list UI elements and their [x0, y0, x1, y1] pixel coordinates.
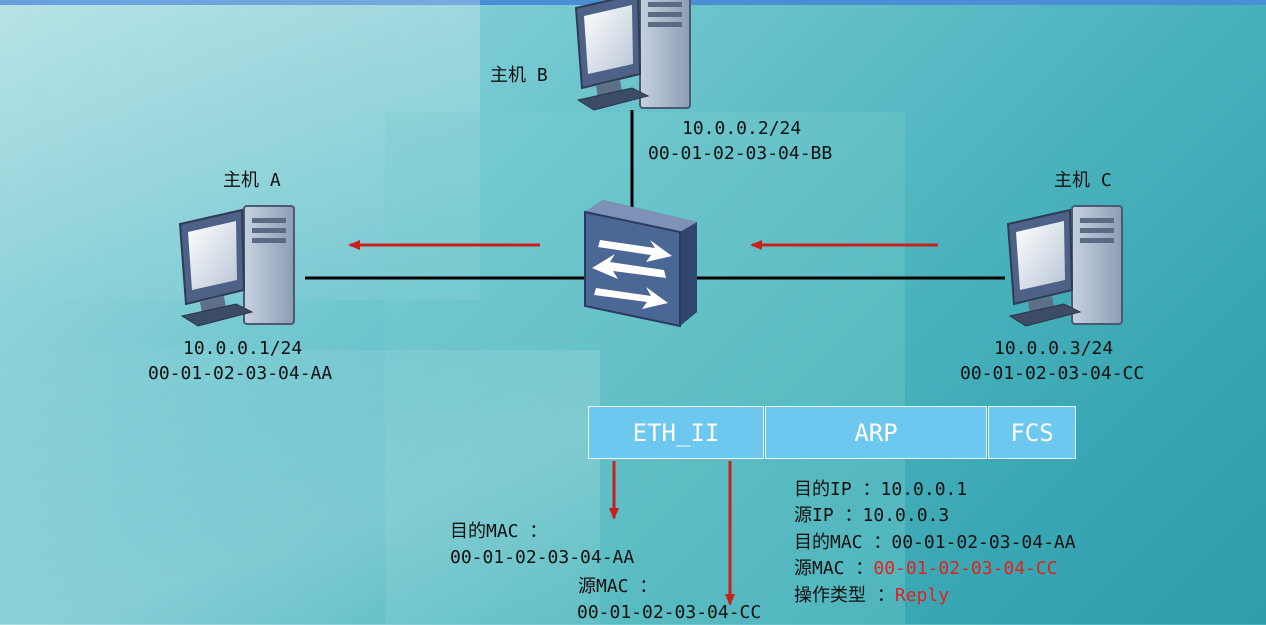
eth-dst-mac-value: 00-01-02-03-04-AA [450, 547, 635, 568]
arp-src-ip-value: 10.0.0.3 [862, 505, 950, 526]
eth-src-mac-label: 源MAC ： [578, 576, 658, 597]
arp-src-ip-label: 源IP ： [794, 505, 863, 526]
computer-icon [1007, 205, 1123, 327]
arp-dst-ip-value: 10.0.0.1 [880, 479, 968, 500]
arp-dst-mac-label: 目的MAC ： [794, 532, 892, 553]
computer-icon [575, 0, 691, 111]
packet-eth-segment: ETH_II [588, 406, 764, 459]
arp-src-mac: 源MAC ：00-01-02-03-04-CC [794, 557, 1058, 581]
arp-dst-mac-value: 00-01-02-03-04-AA [891, 532, 1076, 553]
host-a-name: 主机 A [223, 170, 281, 191]
arp-operation-label: 操作类型 ： [794, 585, 895, 606]
host-a-ip: 10.0.0.1/24 [183, 338, 303, 359]
host-c-ip: 10.0.0.3/24 [994, 338, 1114, 359]
arp-src-mac-value: 00-01-02-03-04-CC [873, 558, 1058, 579]
arp-dst-ip: 目的IP ：10.0.0.1 [794, 478, 967, 502]
packet-arp-segment: ARP [765, 406, 987, 459]
host-a-mac: 00-01-02-03-04-AA [148, 363, 333, 384]
arp-src-mac-label: 源MAC ： [794, 558, 874, 579]
host-c-mac: 00-01-02-03-04-CC [960, 363, 1145, 384]
host-c-name: 主机 C [1054, 170, 1112, 191]
arp-src-ip: 源IP ：10.0.0.3 [794, 504, 949, 528]
switch-icon [584, 200, 697, 328]
host-b-ip: 10.0.0.2/24 [682, 118, 802, 139]
eth-src-mac-value: 00-01-02-03-04-CC [577, 602, 762, 623]
eth-dst-mac-label: 目的MAC ： [450, 521, 548, 542]
arp-operation: 操作类型 ：Reply [794, 584, 949, 608]
computer-icon [179, 205, 295, 327]
host-b-name: 主机 B [490, 65, 548, 86]
arp-dst-ip-label: 目的IP ： [794, 479, 881, 500]
arp-dst-mac: 目的MAC ：00-01-02-03-04-AA [794, 531, 1076, 555]
host-b-mac: 00-01-02-03-04-BB [648, 143, 833, 164]
packet-fcs-segment: FCS [988, 406, 1076, 459]
arp-operation-value: Reply [894, 585, 950, 606]
